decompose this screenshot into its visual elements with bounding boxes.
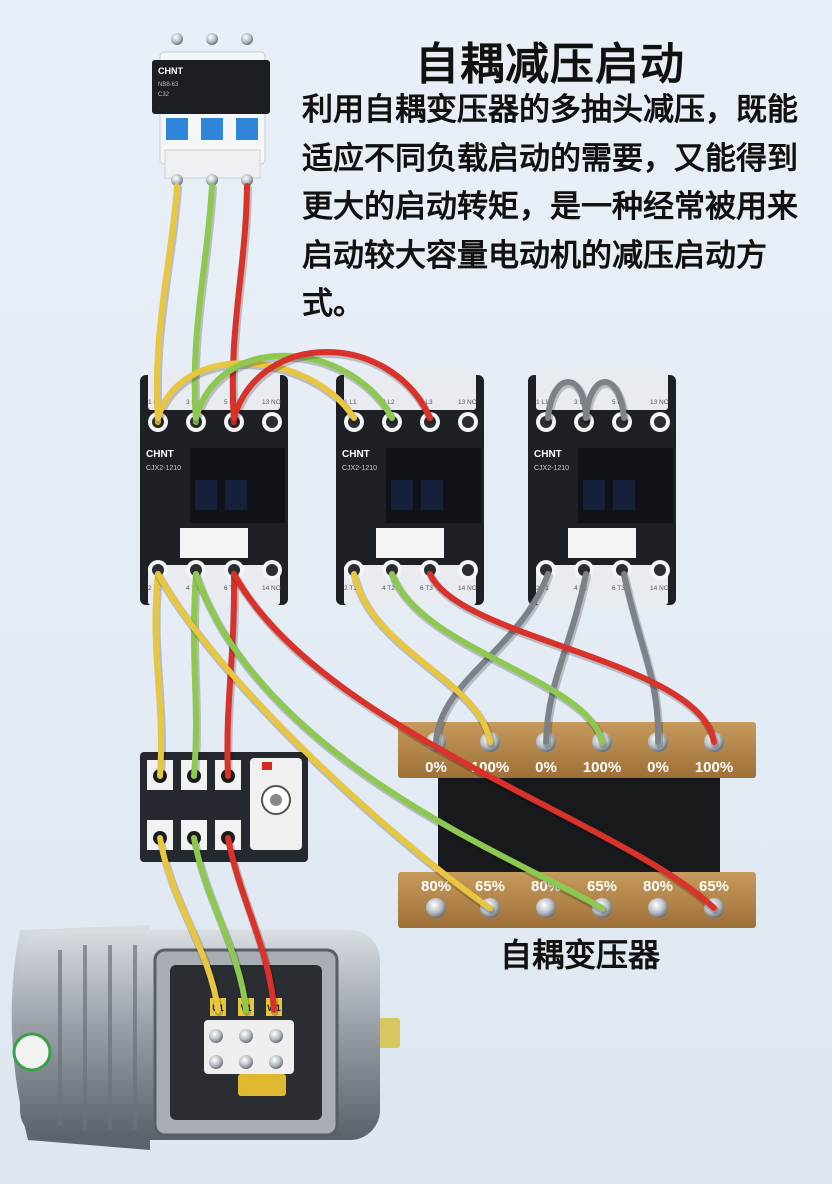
- wire: [193, 352, 395, 421]
- wire: [229, 183, 250, 425]
- tap-screw-bottom: [536, 898, 556, 918]
- wire: [427, 571, 717, 745]
- terminal-label: 13 NO: [650, 399, 669, 406]
- tap-label-top: 100%: [695, 759, 733, 776]
- terminal-label: 14 NO: [650, 585, 669, 592]
- terminal-label: 6 T3: [420, 585, 433, 592]
- wire: [583, 379, 627, 421]
- wires: [152, 183, 719, 1016]
- motor: [11, 925, 400, 1150]
- tap-label-bottom: 80%: [643, 878, 673, 895]
- wire: [191, 835, 249, 1013]
- wire: [191, 183, 215, 425]
- terminal-label: 5 L3: [420, 399, 433, 406]
- wire: [231, 349, 433, 421]
- contactor-2: CHNT CJX2-1210 1 L1 2 T1 3 L2 4 T2 5 L3 6 T3 13 …: [336, 370, 484, 605]
- transformer-label: 自耦变压器: [499, 936, 660, 974]
- tap-label-top: 100%: [583, 759, 621, 776]
- wire: [621, 571, 662, 745]
- contactor-model: CJX2-1210: [534, 465, 569, 472]
- wire: [224, 571, 238, 779]
- tap-label-top: 0%: [425, 759, 447, 776]
- breaker-brand: CHNT: [158, 66, 183, 76]
- wire: [191, 571, 199, 779]
- terminal-label: 6 T3: [612, 585, 625, 592]
- wire: [157, 835, 221, 1013]
- terminal-label: 1 L1: [344, 399, 357, 406]
- contactor-brand: CHNT: [534, 449, 562, 460]
- wire: [155, 571, 493, 911]
- terminal-label: 3 L2: [382, 399, 395, 406]
- wire: [225, 835, 277, 1013]
- thermal-overload-relay: [140, 752, 308, 862]
- terminal-label: 3 L2: [574, 399, 587, 406]
- description-text: 利用自耦变压器的多抽头减压，既能适应不同负载启动的需要，又能得到更大的启动转矩，…: [302, 92, 798, 322]
- wire: [389, 571, 605, 745]
- wire: [231, 571, 717, 911]
- wire: [152, 571, 165, 779]
- contactor-model: CJX2-1210: [342, 465, 377, 472]
- tap-screw-bottom: [426, 898, 446, 918]
- tap-label-bottom: 80%: [421, 878, 451, 895]
- wire: [433, 571, 551, 745]
- terminal-label: 14 NO: [458, 585, 477, 592]
- breaker-model: NB8-63: [158, 82, 179, 88]
- tap-label-bottom: 65%: [475, 878, 505, 895]
- tap-label-top: 0%: [535, 759, 557, 776]
- terminal-label: 6 T3: [224, 585, 237, 592]
- tap-label-bottom: 65%: [587, 878, 617, 895]
- tap-label-bottom: 65%: [699, 878, 729, 895]
- terminal-label: 2 T1: [344, 585, 357, 592]
- terminal-label: 4 T2: [382, 585, 395, 592]
- wire: [351, 571, 493, 745]
- wire: [193, 571, 605, 911]
- breaker-rating: C32: [158, 92, 170, 98]
- circuit-breaker: CHNT NB8-63 C32: [152, 33, 270, 186]
- terminal-label: 14 NO: [262, 585, 281, 592]
- terminal-label: 13 NO: [458, 399, 477, 406]
- contactor-model: CJX2-1210: [146, 465, 181, 472]
- page-title: 自耦减压启动: [415, 39, 685, 90]
- terminal-label: 1 L1: [536, 399, 549, 406]
- terminal-label: 13 NO: [262, 399, 281, 406]
- wire: [545, 379, 589, 421]
- wire: [153, 183, 180, 425]
- contactor-brand: CHNT: [342, 449, 370, 460]
- tap-label-top: 0%: [647, 759, 669, 776]
- contactor-brand: CHNT: [146, 449, 174, 460]
- tap-screw-bottom: [648, 898, 668, 918]
- wire: [543, 571, 589, 745]
